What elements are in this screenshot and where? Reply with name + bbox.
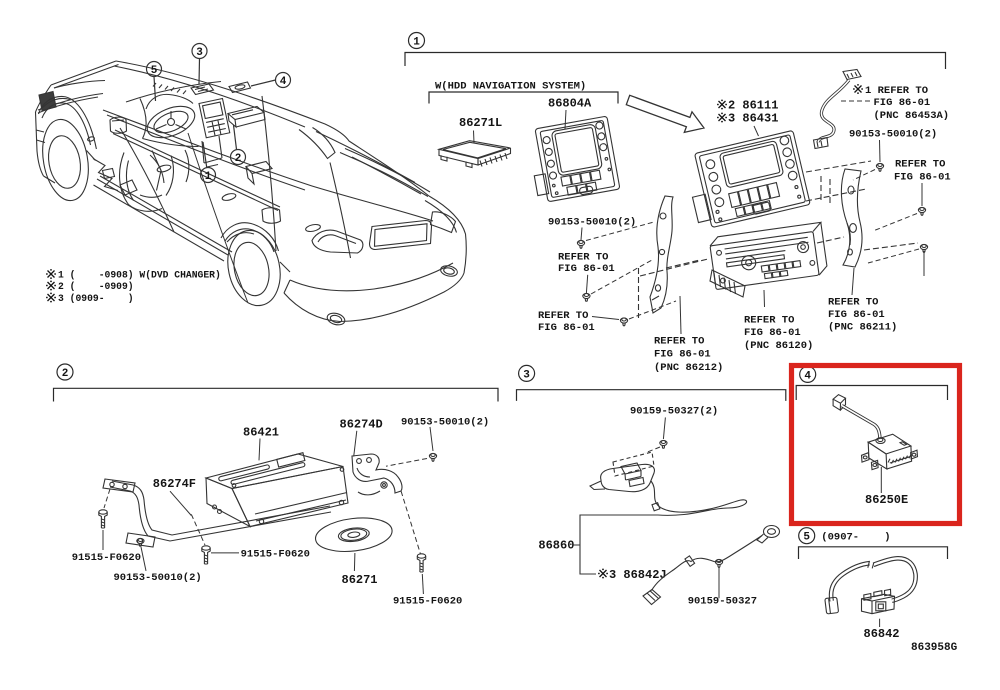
svg-text:3: 3: [196, 47, 203, 59]
svg-text:91515-F0620: 91515-F0620: [72, 552, 141, 564]
svg-text:86274F: 86274F: [153, 477, 196, 491]
svg-text:1: 1: [205, 171, 212, 183]
svg-text:REFER TO: REFER TO: [895, 159, 945, 171]
svg-text:FIG 86-01: FIG 86-01: [654, 349, 711, 361]
svg-text:4: 4: [280, 76, 287, 88]
svg-text:FIG 86-01: FIG 86-01: [894, 171, 951, 183]
svg-text:5: 5: [151, 65, 158, 77]
svg-text:86421: 86421: [243, 425, 279, 439]
svg-text:90159-50327(2): 90159-50327(2): [630, 406, 718, 418]
svg-text:1: 1: [413, 37, 420, 49]
svg-text:90153-50010(2): 90153-50010(2): [114, 572, 202, 584]
svg-text:90153-50010(2): 90153-50010(2): [548, 217, 636, 229]
svg-text:91515-F0620: 91515-F0620: [393, 596, 462, 608]
svg-text:3 86431: 3 86431: [728, 112, 778, 126]
svg-text:(PNC 86211): (PNC 86211): [828, 322, 897, 334]
svg-text:3 (0909- ): 3 (0909- ): [58, 293, 134, 304]
svg-text:1 ( -0908) W(DVD CHANGER): 1 ( -0908) W(DVD CHANGER): [58, 270, 221, 281]
svg-text:2: 2: [235, 153, 242, 165]
svg-text:REFER TO: REFER TO: [828, 297, 878, 309]
svg-text:(PNC 86212): (PNC 86212): [654, 362, 723, 374]
svg-text:2 86111: 2 86111: [728, 99, 778, 113]
svg-text:FIG 86-01: FIG 86-01: [828, 309, 885, 321]
svg-text:90153-50010(2): 90153-50010(2): [401, 417, 489, 429]
svg-text:2 ( -0909): 2 ( -0909): [58, 281, 134, 292]
svg-text:(0907- ): (0907- ): [821, 532, 890, 544]
svg-text:4: 4: [804, 370, 811, 382]
svg-text:(PNC 86453A): (PNC 86453A): [874, 110, 950, 122]
svg-text:86274D: 86274D: [340, 418, 383, 432]
svg-text:1 REFER TO: 1 REFER TO: [865, 85, 928, 97]
svg-text:REFER TO: REFER TO: [558, 252, 608, 264]
svg-text:86860: 86860: [538, 539, 574, 553]
svg-text:REFER TO: REFER TO: [538, 310, 588, 322]
svg-text:863958G: 863958G: [911, 642, 958, 654]
svg-text:3 86842J: 3 86842J: [609, 568, 667, 582]
svg-text:REFER TO: REFER TO: [744, 315, 794, 327]
svg-text:90153-50010(2): 90153-50010(2): [849, 129, 937, 141]
svg-text:FIG 86-01: FIG 86-01: [744, 327, 801, 339]
svg-text:3: 3: [523, 369, 530, 381]
svg-text:FIG 86-01: FIG 86-01: [538, 322, 595, 334]
svg-text:FIG 86-01: FIG 86-01: [558, 263, 615, 275]
svg-text:FIG 86-01: FIG 86-01: [874, 97, 931, 109]
svg-text:5: 5: [803, 532, 810, 544]
svg-text:(PNC 86120): (PNC 86120): [744, 340, 813, 352]
svg-text:86271L: 86271L: [459, 116, 502, 130]
svg-text:86250E: 86250E: [865, 493, 908, 507]
svg-text:REFER TO: REFER TO: [654, 336, 704, 348]
svg-text:2: 2: [62, 368, 69, 380]
svg-text:86271: 86271: [342, 573, 378, 587]
svg-text:W(HDD NAVIGATION SYSTEM): W(HDD NAVIGATION SYSTEM): [435, 81, 586, 93]
svg-text:86804A: 86804A: [548, 97, 592, 111]
svg-text:91515-F0620: 91515-F0620: [241, 549, 310, 561]
svg-text:86842: 86842: [864, 627, 900, 641]
svg-text:90159-50327: 90159-50327: [688, 595, 757, 607]
